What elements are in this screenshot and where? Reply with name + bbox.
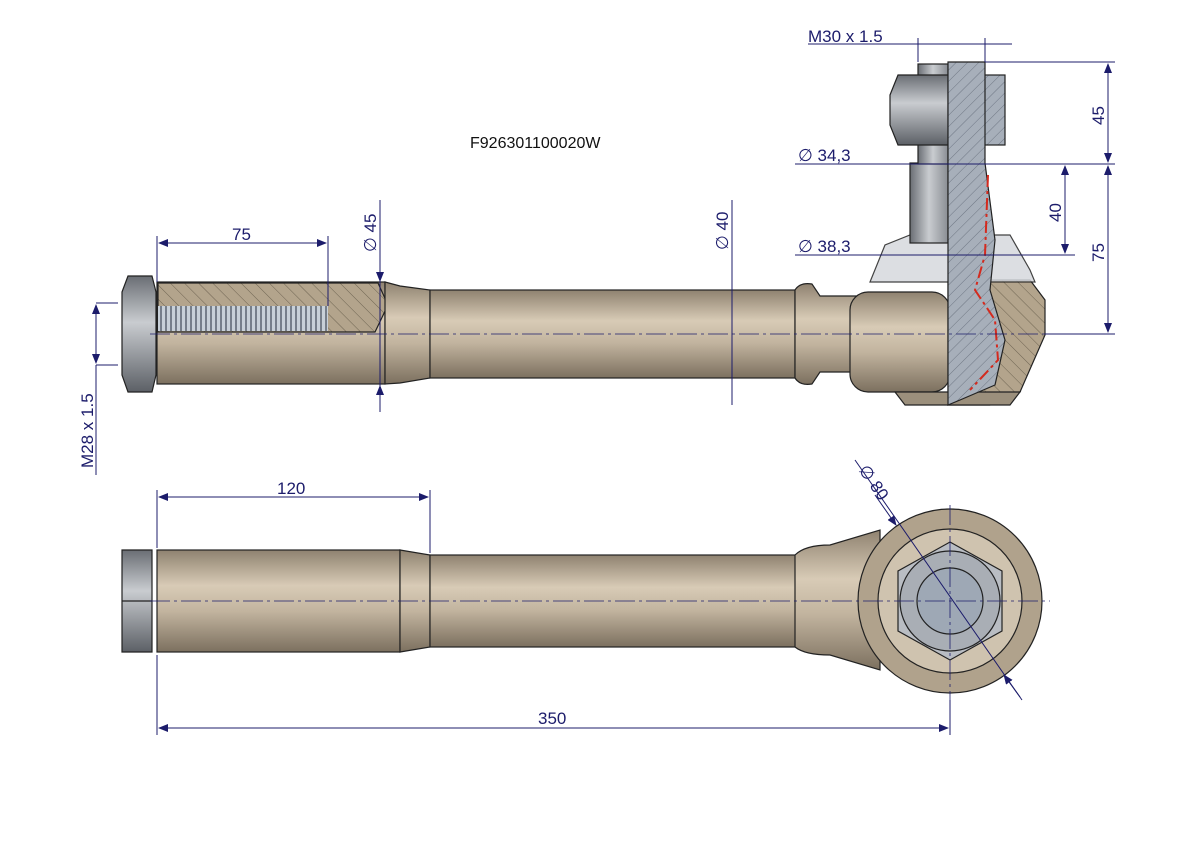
dim-dia-34-3: ∅ 34,3 — [798, 146, 851, 165]
hex-nut-left — [121, 275, 157, 393]
dim-rod-thread: M28 x 1.5 — [78, 393, 97, 468]
dim-dia-38-3: ∅ 38,3 — [798, 237, 851, 256]
dim-dia-40: ∅ 40 — [713, 212, 732, 250]
top-dimensions: 75 ∅ 45 ∅ 40 M28 x 1.5 M30 x 1.5 45 75 ∅… — [78, 27, 1115, 475]
internal-thread — [158, 306, 328, 331]
dim-thread-length: 75 — [232, 225, 251, 244]
stud-section — [947, 61, 1006, 406]
top-plan-view — [121, 505, 1050, 700]
eye-housing — [849, 291, 951, 393]
dim-overall-length: 350 — [538, 709, 566, 728]
dim-dia-45: ∅ 45 — [361, 214, 380, 252]
dim-stud-height: 45 — [1089, 106, 1108, 125]
dim-plain-length: 120 — [277, 479, 305, 498]
stud-taper-left — [909, 162, 949, 244]
dim-stud-thread: M30 x 1.5 — [808, 27, 883, 46]
side-section-view — [121, 61, 1050, 406]
bottom-dimensions: 120 350 ∅ 80 — [156, 459, 1023, 735]
dim-eye-diameter: ∅ 80 — [855, 461, 893, 503]
rod-taper — [384, 281, 431, 385]
part-number: F926301100020W — [470, 135, 601, 152]
dim-taper-length: 40 — [1046, 203, 1065, 222]
castle-nut-section — [982, 74, 1006, 146]
dim-stud-to-center: 75 — [1089, 243, 1108, 262]
castle-nut — [889, 74, 949, 146]
eye-neck — [794, 529, 881, 671]
